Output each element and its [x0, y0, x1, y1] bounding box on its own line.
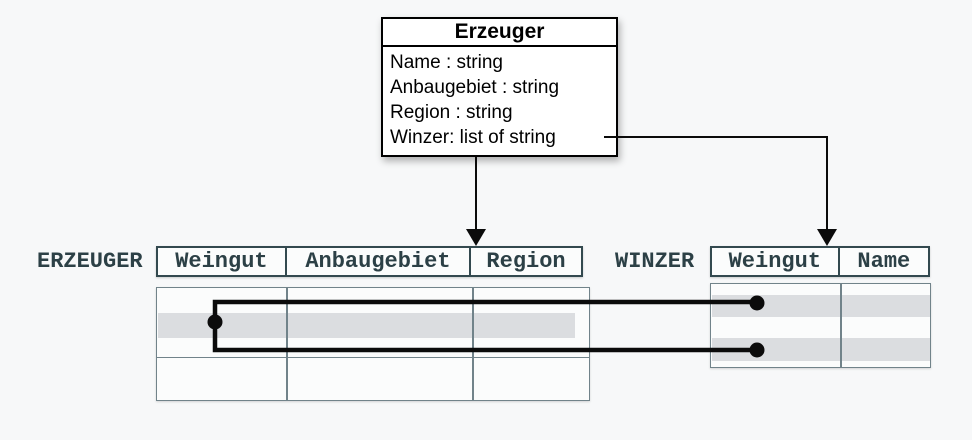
arrow-winzer-attr-to-winzer-table: [604, 136, 837, 246]
erzeuger-grid-divider-1: [286, 288, 288, 400]
class-attribute-winzer: Winzer: list of string: [390, 127, 556, 148]
erzeuger-table-label: ERZEUGER: [37, 249, 143, 274]
erzeuger-table-body: [156, 287, 590, 401]
class-attribute-list: Name : string Anbaugebiet : string Regio…: [383, 47, 616, 150]
class-title: Erzeuger: [383, 19, 616, 47]
class-attribute-region: Region : string: [390, 102, 513, 123]
arrowhead-winzer-icon: [817, 229, 837, 246]
erzeuger-col-weingut: Weingut: [158, 248, 287, 275]
erzeuger-header-row: Weingut Anbaugebiet Region: [156, 246, 583, 277]
erzeuger-col-anbaugebiet: Anbaugebiet: [287, 248, 472, 275]
winzer-table-label: WINZER: [615, 249, 695, 274]
winzer-highlighted-row-1: [712, 295, 930, 317]
winzer-header-row: Weingut Name: [710, 246, 930, 277]
arrowhead-erzeuger-icon: [466, 229, 486, 246]
winzer-table-body: [710, 283, 931, 368]
erzeuger-grid-divider-2: [472, 288, 474, 400]
class-attribute-anbaugebiet: Anbaugebiet : string: [390, 77, 560, 98]
arrow-class-to-erzeuger-table: [466, 157, 486, 246]
class-box-erzeuger: Erzeuger Name : string Anbaugebiet : str…: [381, 17, 618, 157]
erzeuger-highlighted-row: [158, 313, 575, 338]
erzeuger-col-region: Region: [486, 249, 566, 274]
winzer-col-weingut: Weingut: [712, 248, 840, 275]
winzer-grid-divider: [840, 284, 842, 367]
erzeuger-grid-rowline: [157, 357, 589, 358]
winzer-col-name: Name: [857, 249, 911, 274]
class-attribute-name: Name : string: [390, 52, 503, 73]
winzer-highlighted-row-2: [712, 338, 930, 361]
